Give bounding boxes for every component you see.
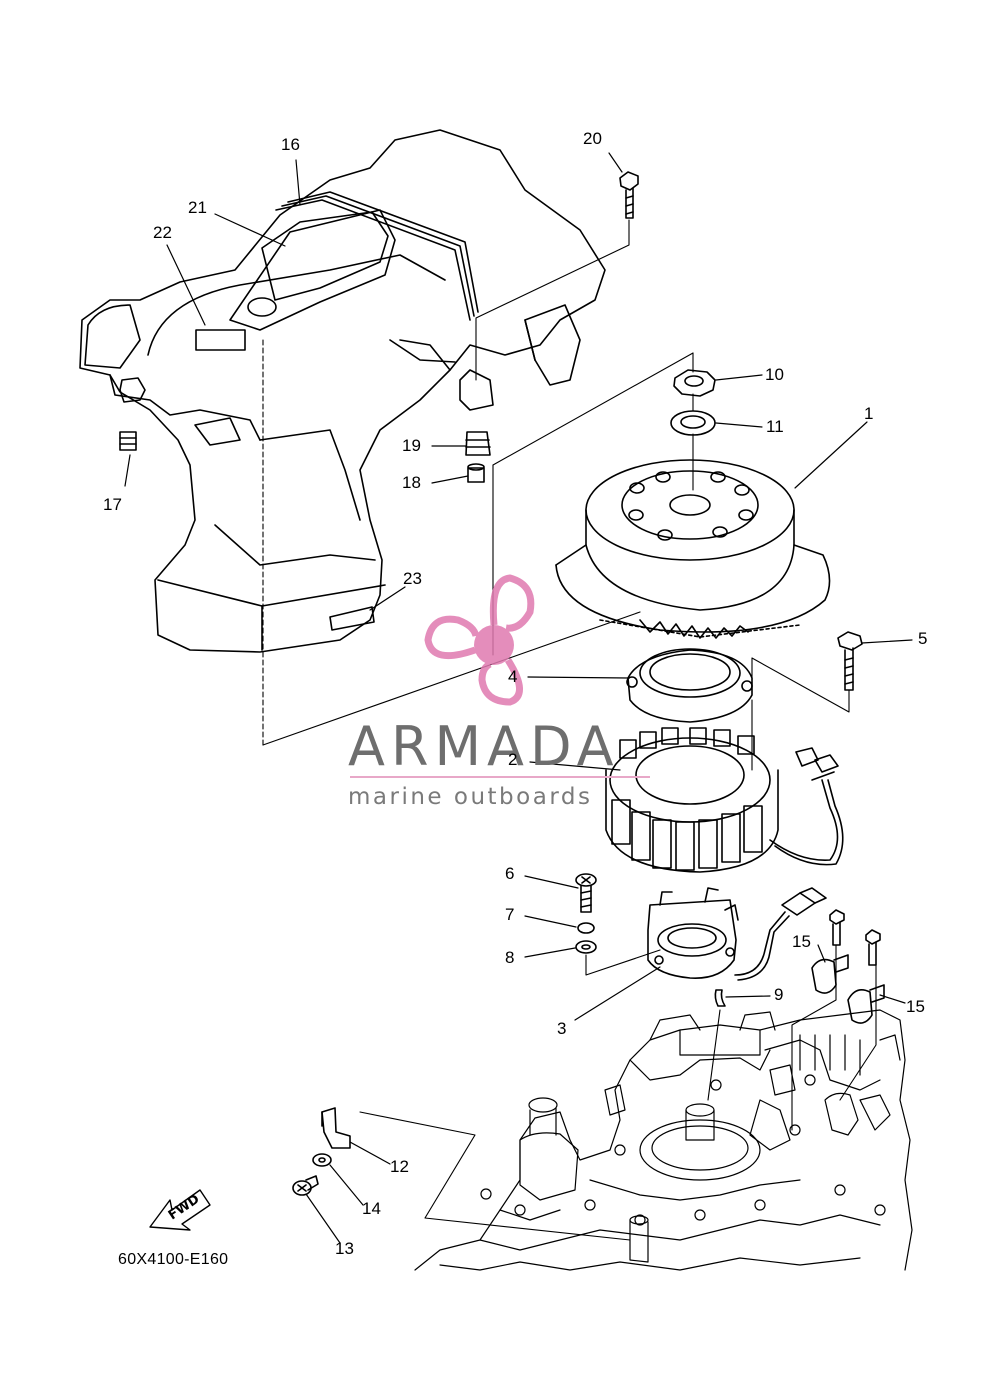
callout-22: 22 [153, 223, 172, 242]
engine-block [414, 1009, 913, 1271]
watermark-logo [424, 574, 535, 706]
bracket-12 [321, 1107, 351, 1149]
callout-16: 16 [281, 135, 300, 154]
watermark-rule [350, 776, 650, 778]
screw-6 [575, 873, 597, 913]
woodruff-key [714, 989, 726, 1007]
callout-6: 6 [505, 864, 515, 883]
callout-1: 1 [864, 404, 874, 423]
callout-19: 19 [402, 436, 421, 455]
clamp-15a [811, 909, 849, 994]
fwd-arrow-icon [149, 1189, 211, 1231]
collar-18 [467, 463, 485, 483]
callout-13: 13 [335, 1239, 354, 1258]
bolt-20 [619, 171, 639, 219]
callout-3: 3 [557, 1019, 567, 1038]
fwd-label: FWD [166, 1192, 203, 1224]
leader-lines [124, 152, 913, 1244]
flywheel-nut [673, 369, 716, 397]
callout-12: 12 [390, 1157, 409, 1176]
callout-14: 14 [362, 1199, 381, 1218]
grommet-17 [119, 431, 137, 451]
watermark-tagline: marine outboards [348, 784, 593, 810]
callout-23: 23 [403, 569, 422, 588]
stator-coil [605, 727, 844, 873]
diagram-code: 60X4100-E160 [118, 1251, 229, 1268]
callout-7: 7 [505, 905, 515, 924]
callout-11: 11 [766, 417, 784, 436]
callout-8: 8 [505, 948, 515, 967]
flywheel-rotor [555, 459, 831, 639]
bolt-5 [837, 631, 863, 691]
watermark-brand: ARMADA [348, 715, 620, 778]
magneto-base [626, 648, 753, 723]
callout-17: 17 [103, 495, 122, 514]
callout-9: 9 [774, 985, 784, 1004]
callout-20: 20 [583, 129, 602, 148]
washer-8 [575, 940, 597, 954]
pulser-coil [647, 887, 827, 981]
washer-14 [312, 1153, 332, 1167]
spring-washer-7 [577, 922, 595, 934]
callout-10: 10 [765, 365, 784, 384]
callout-4: 4 [508, 667, 518, 686]
callout-15a: 15 [792, 932, 811, 951]
screw-13 [292, 1175, 319, 1196]
callout-21: 21 [188, 198, 207, 217]
callout-2: 2 [508, 750, 518, 769]
assembly-lines [262, 219, 877, 1241]
flywheel-cover [79, 129, 606, 653]
callout-18: 18 [402, 473, 421, 492]
flywheel-washer [670, 410, 716, 436]
callout-15b: 15 [906, 997, 925, 1016]
grommet-19 [465, 431, 491, 456]
clamp-15b [847, 929, 885, 1024]
callout-5: 5 [918, 629, 928, 648]
